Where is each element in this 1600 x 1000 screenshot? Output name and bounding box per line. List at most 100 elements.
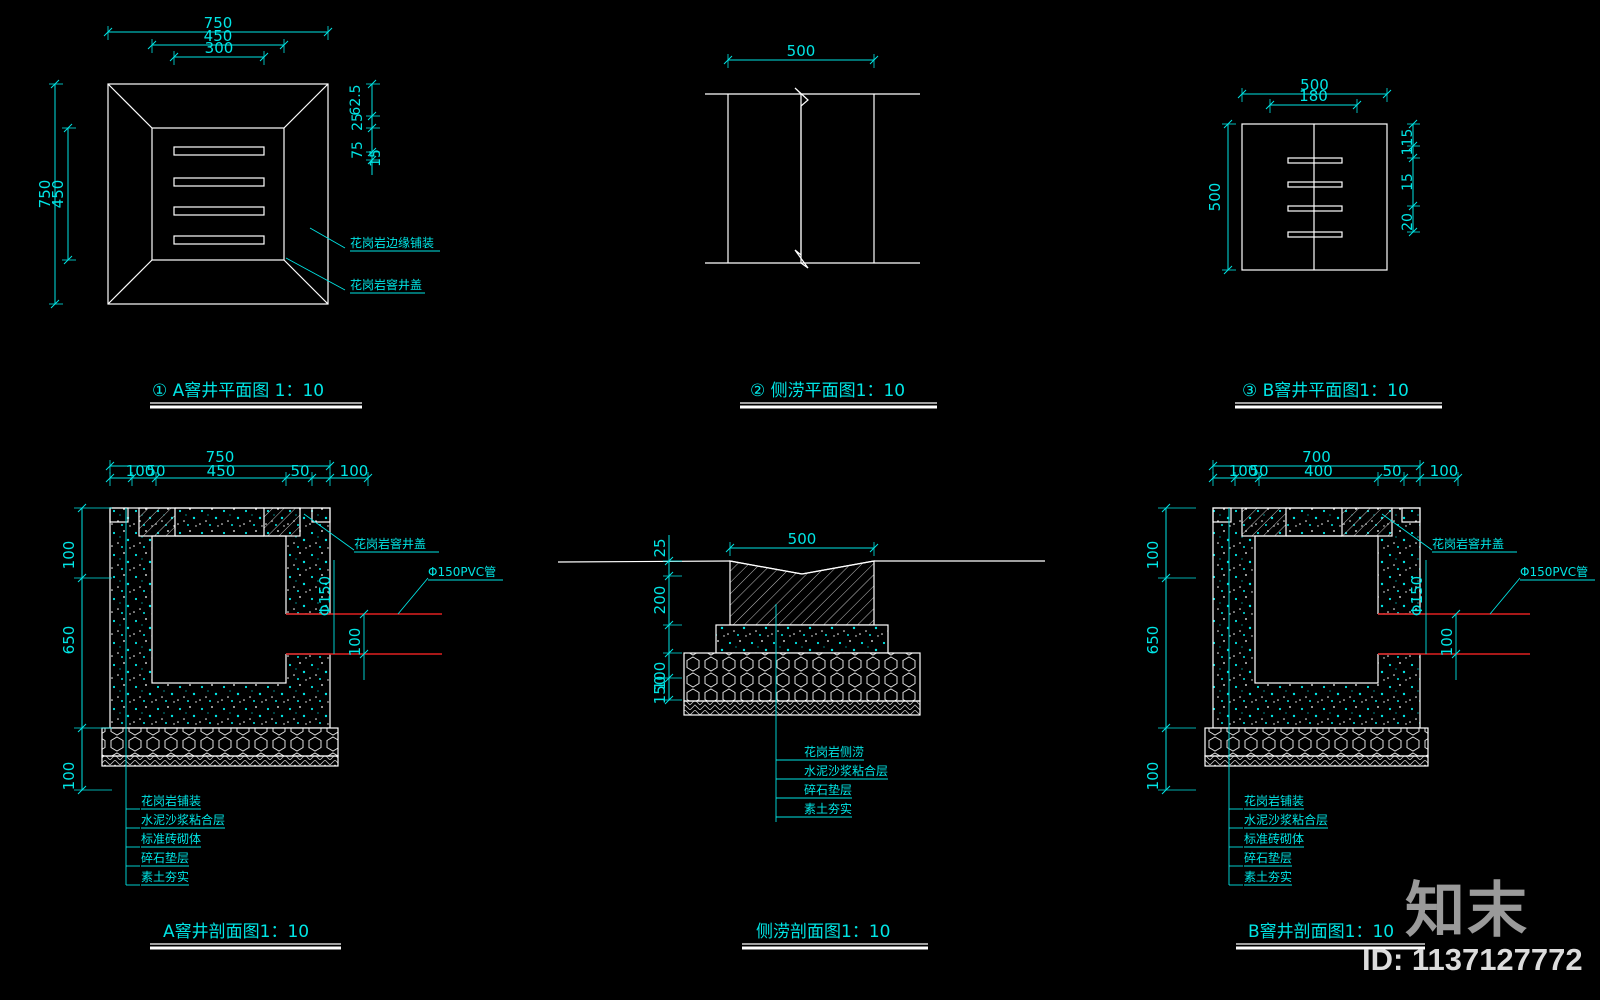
- line-2: [283, 83, 329, 129]
- section-b-cover-left: [1241, 507, 1287, 537]
- dim-text-12: 500: [788, 530, 817, 548]
- line-144: [1451, 609, 1461, 619]
- rect-1: [109, 507, 129, 523]
- dim-text-10: 750: [206, 448, 235, 466]
- title-plan-b: ③ B窨井平面图1：10: [1242, 381, 1409, 401]
- title-section-a: A窨井剖面图1：10: [163, 922, 309, 942]
- label-27: 100: [1438, 628, 1456, 657]
- section-b-layer-5: 素土夯实: [1244, 869, 1292, 884]
- section-b-layer-3: 标准砖砌体: [1244, 831, 1304, 846]
- leader-label-1: 花岗岩边缘铺装: [350, 235, 434, 250]
- line-158: [557, 560, 731, 563]
- line-98: [359, 609, 369, 619]
- line-145: [1451, 649, 1461, 659]
- label-3: 75: [350, 141, 366, 159]
- label-23: 100: [1144, 541, 1162, 570]
- label-9: 50: [146, 462, 165, 480]
- leader-label-6: 花岗岩窨井盖: [1432, 536, 1504, 551]
- label-25: 100: [1144, 762, 1162, 791]
- plan-b-slot-2: [1287, 181, 1343, 188]
- section-a-layer-3: 标准砖砌体: [141, 831, 201, 846]
- label-14: 650: [60, 626, 78, 655]
- section-a-layer-2: 水泥沙浆粘合层: [141, 812, 225, 827]
- leader-label-2: 花岗岩窨井盖: [350, 277, 422, 292]
- label-28: 25: [651, 538, 669, 557]
- line-99: [359, 649, 369, 659]
- plan-a-slot-4: [173, 235, 265, 245]
- label-16: Φ150: [316, 576, 334, 616]
- plan-b-slot-4: [1287, 231, 1343, 238]
- side-section-gravel: [683, 652, 921, 702]
- watermark-id: ID: 1137127772: [1362, 942, 1583, 977]
- leader-label-5: Φ150PVC管: [1520, 564, 1588, 579]
- side-section-soil: [683, 700, 921, 716]
- leader-label-4: 花岗岩窨井盖: [354, 536, 426, 551]
- label-17: 100: [346, 628, 364, 657]
- section-a-cover-left: [138, 507, 176, 537]
- section-a-pipe-opening: [285, 614, 331, 654]
- dim-text-3: 300: [205, 39, 234, 57]
- leader-label-3: Φ150PVC管: [428, 564, 496, 579]
- dim-text-9: 500: [1206, 183, 1224, 212]
- leader-line-6: [1381, 513, 1433, 551]
- label-12: 100: [340, 462, 369, 480]
- section-a-layer-1: 花岗岩铺装: [141, 793, 201, 808]
- dim-text-4: 750: [36, 180, 54, 209]
- rect-4: [1401, 507, 1421, 523]
- section-a-layer-4: 碎石垫层: [141, 850, 189, 865]
- label-18: 100: [1229, 462, 1258, 480]
- section-b-layer-2: 水泥沙浆粘合层: [1244, 812, 1328, 827]
- dim-text-7: 500: [1300, 76, 1329, 94]
- side-layer-2: 水泥沙浆粘合层: [804, 763, 888, 778]
- section-a-cavity: [151, 535, 287, 684]
- title-section-side: 侧涝剖面图1：10: [756, 922, 890, 942]
- section-b-layer-4: 碎石垫层: [1244, 850, 1292, 865]
- label-1: 62.5: [348, 84, 364, 115]
- side-section-curb: [729, 560, 875, 626]
- side-layer-1: 花岗岩侧涝: [804, 744, 864, 759]
- title-section-b: B窨井剖面图1：10: [1248, 922, 1394, 942]
- label-4: 15: [368, 149, 384, 167]
- leader-line-2: [285, 257, 346, 291]
- dim-text-6: 500: [787, 42, 816, 60]
- watermark-logo: 知末: [1405, 876, 1529, 946]
- side-layer-4: 素土夯实: [804, 801, 852, 816]
- label-22: 100: [1430, 462, 1459, 480]
- plan-a-outer: [107, 83, 329, 305]
- line-4: [283, 259, 329, 305]
- label-21: 50: [1382, 462, 1401, 480]
- section-a-cover-right: [263, 507, 301, 537]
- label-30: 100: [651, 662, 669, 691]
- plan-a-slot-1: [173, 146, 265, 156]
- leader-line-3: [397, 577, 429, 615]
- label-7: 20: [1400, 213, 1416, 231]
- label-6: 15: [1400, 173, 1416, 191]
- plan-a-inner: [151, 127, 285, 261]
- label-5: 115: [1400, 129, 1416, 156]
- section-b-cover-right: [1341, 507, 1393, 537]
- label-13: 100: [60, 541, 78, 570]
- label-19: 50: [1249, 462, 1268, 480]
- label-15: 100: [60, 762, 78, 791]
- section-a-layer-5: 素土夯实: [141, 869, 189, 884]
- label-8: 100: [126, 462, 155, 480]
- title-plan-a: ① A窨井平面图 1：10: [152, 381, 324, 401]
- section-b-layer-1: 花岗岩铺装: [1244, 793, 1304, 808]
- section-a-soil-layer: [101, 755, 339, 767]
- label-2: 25: [350, 113, 366, 131]
- side-layer-3: 碎石垫层: [804, 782, 852, 797]
- dim-text-1: 750: [204, 14, 233, 32]
- dim-text-2: 450: [204, 27, 233, 45]
- title-plan-side: ② 侧涝平面图1：10: [750, 381, 905, 401]
- section-b-cavity: [1254, 535, 1379, 684]
- leader-line-4: [303, 513, 355, 551]
- plan-b-slot-3: [1287, 205, 1343, 212]
- plan-b-slot-1: [1287, 157, 1343, 164]
- label-24: 650: [1144, 626, 1162, 655]
- section-b-soil-layer: [1204, 755, 1429, 767]
- label-26: Φ150: [1408, 576, 1426, 616]
- dim-text-5: 450: [49, 180, 67, 209]
- rect-3: [1212, 507, 1232, 523]
